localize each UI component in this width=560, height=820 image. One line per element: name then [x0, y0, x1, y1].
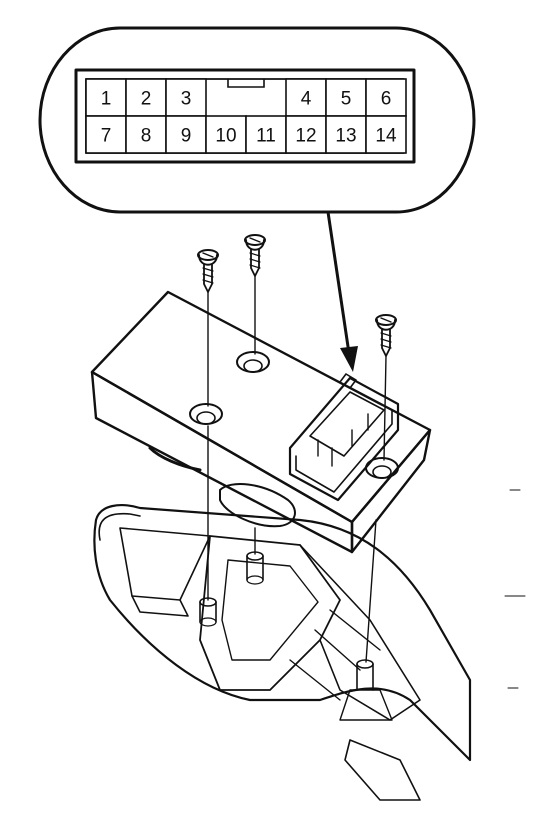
- tray-frame-center: [199, 535, 341, 691]
- switch-side-face: [350, 428, 432, 554]
- pin-cell: [285, 115, 327, 154]
- screw-hole-center: [236, 351, 270, 373]
- pin-number-label: 5: [341, 89, 352, 110]
- pin-cell: [325, 115, 367, 154]
- screw-left: [197, 249, 219, 293]
- connector-key-notch: [227, 79, 265, 88]
- callout-arrow: [326, 210, 358, 372]
- pin-number-label: 13: [335, 126, 356, 147]
- pin-cell: [205, 115, 247, 154]
- tray-rail-right: [299, 544, 421, 721]
- pin-cell: [125, 115, 167, 154]
- boss-right: [339, 659, 393, 721]
- connector-face-outline: [74, 68, 416, 164]
- pin-number-label: 2: [141, 89, 152, 110]
- pin-number-label: 12: [295, 126, 316, 147]
- pin-number-label: 3: [181, 89, 192, 110]
- pin-number-label: 6: [381, 89, 392, 110]
- switch-connector-socket: [288, 373, 400, 502]
- pin-cell: [165, 115, 207, 154]
- boss-center: [246, 551, 264, 585]
- pin-number-label: 1: [101, 89, 112, 110]
- console-bracket: [93, 504, 472, 801]
- margin-ticks: [504, 489, 526, 689]
- pin-cell: [365, 115, 407, 154]
- pin-cell: [85, 115, 127, 154]
- tray-frame-inner: [221, 559, 319, 661]
- callout-arrow-head: [340, 346, 358, 372]
- pin-number-label: 7: [101, 126, 112, 147]
- tray-rim-left: [98, 512, 141, 541]
- pin-number-label: 4: [301, 89, 312, 110]
- tray-foot: [344, 739, 421, 801]
- switch-unit: [90, 290, 432, 554]
- screw-center: [244, 234, 266, 277]
- pin-number-label: 10: [215, 126, 236, 147]
- callout-bubble: [38, 26, 476, 214]
- screw-right: [375, 314, 397, 357]
- switch-knob: [219, 483, 296, 528]
- screw-hole-left: [189, 403, 223, 425]
- tray-ribs: [289, 609, 381, 701]
- pin-cell: [85, 78, 127, 117]
- pin-number-label: 9: [181, 126, 192, 147]
- tray-pocket-left: [119, 527, 211, 601]
- alignment-lines: [207, 275, 387, 663]
- pin-cell: [125, 78, 167, 117]
- tray-pocket-left-lip: [131, 595, 189, 617]
- callout-arrow-line: [326, 210, 352, 362]
- pin-number-label: 8: [141, 126, 152, 147]
- console-tray-outline: [93, 504, 472, 762]
- pin-number-label: 11: [256, 126, 276, 147]
- pin-number-label: 14: [375, 126, 397, 147]
- switch-underside-shadow: [148, 446, 202, 472]
- switch-front-face: [90, 370, 354, 554]
